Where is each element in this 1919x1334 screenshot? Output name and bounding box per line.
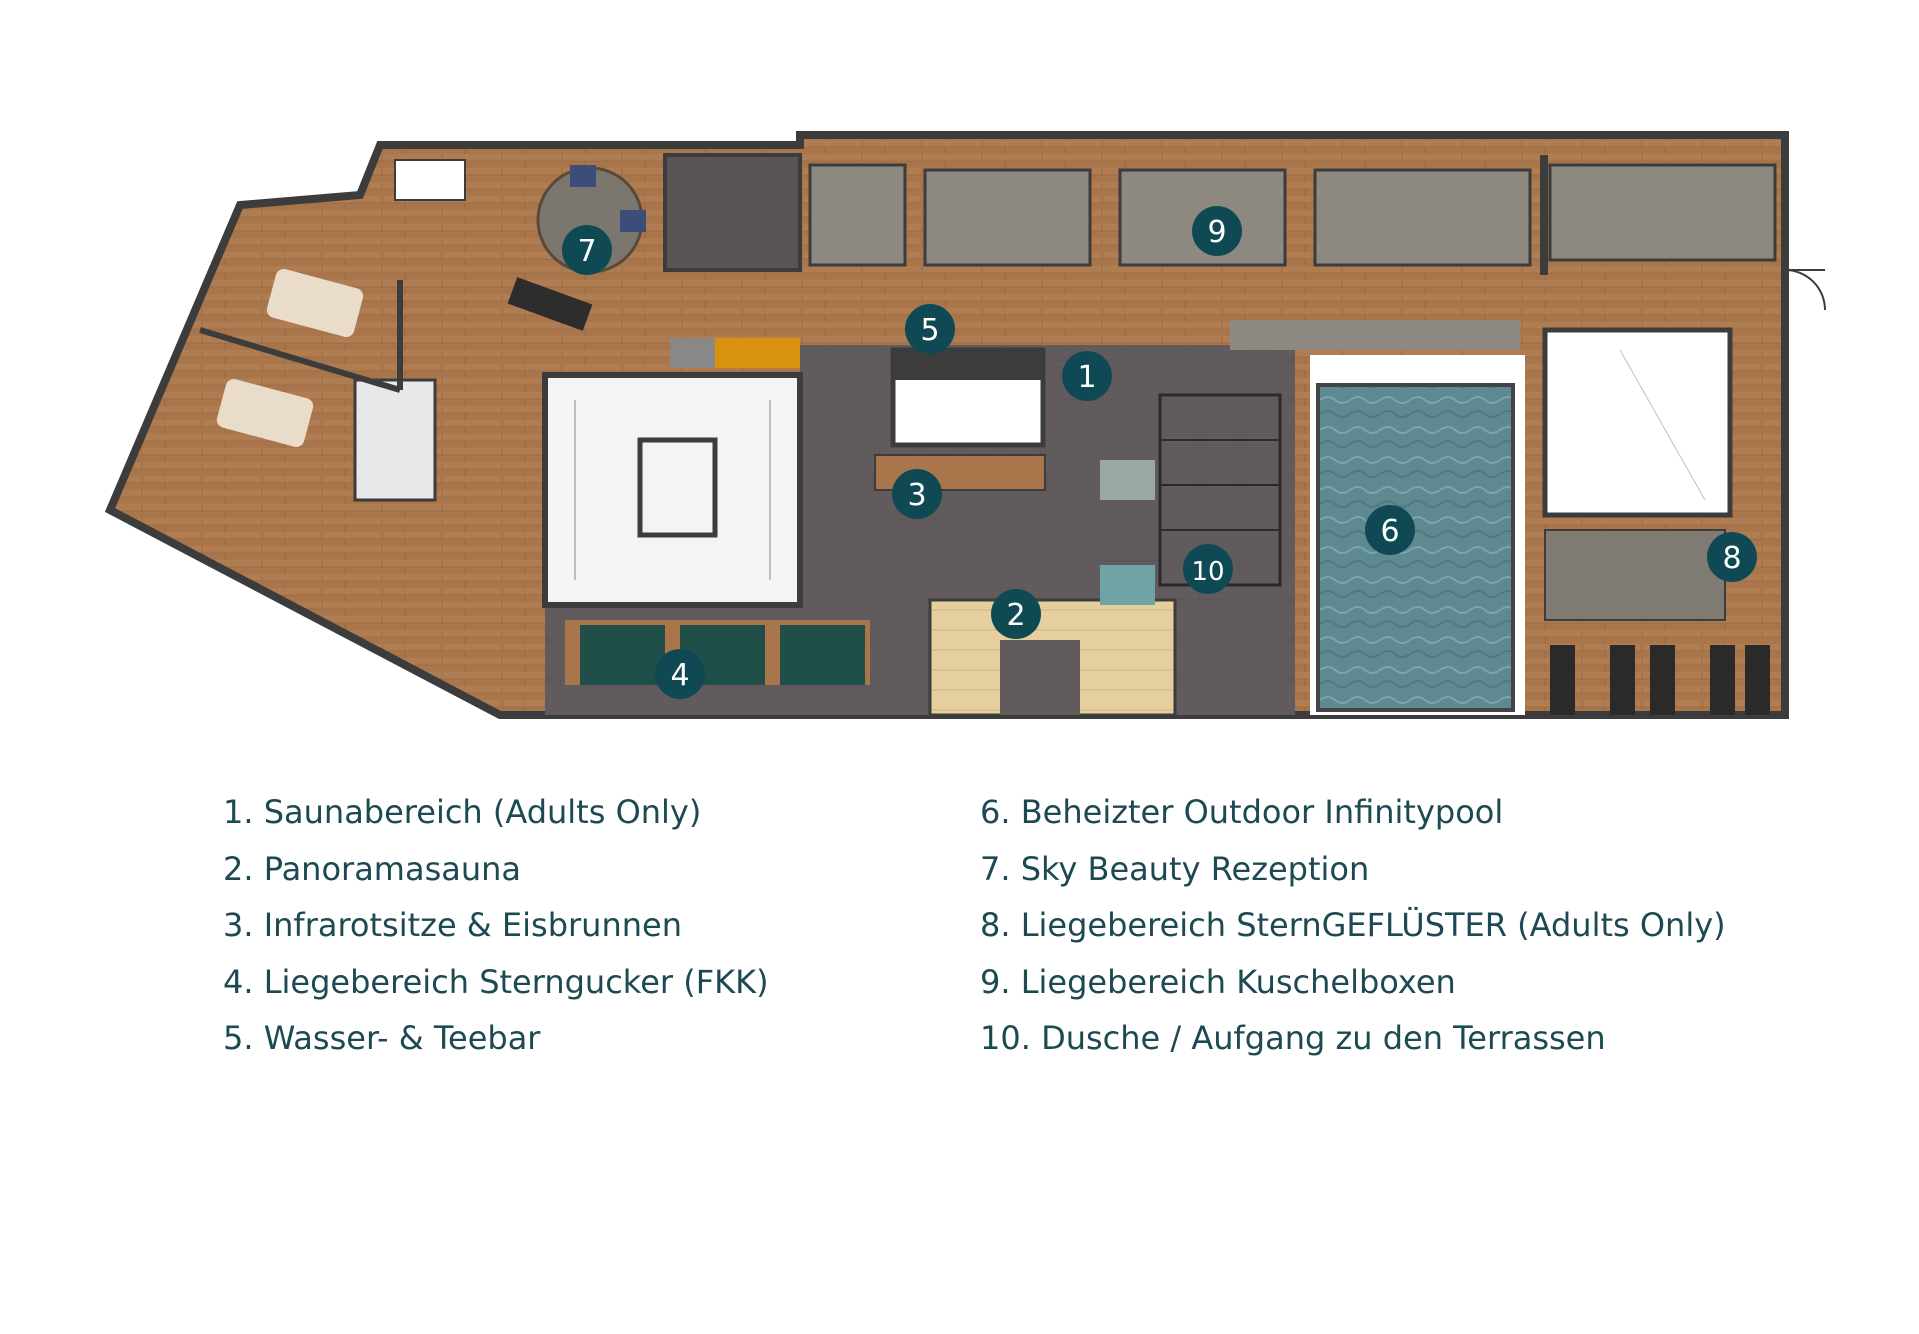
marker-3: 3 — [892, 469, 942, 519]
svg-text:7: 7 — [577, 234, 596, 269]
legend-item-8: 8. Liegebereich SternGEFLÜSTER (Adults O… — [980, 906, 1726, 944]
svg-text:9: 9 — [1207, 215, 1226, 250]
legend-item-1: 1. Saunabereich (Adults Only) — [223, 793, 702, 831]
kuschelboxen-row — [808, 155, 1777, 350]
floor-plan: 1 2 3 4 5 6 7 8 9 10 — [104, 131, 1826, 719]
stairwell — [542, 372, 803, 608]
entrance-door — [1784, 269, 1826, 311]
wc-area — [353, 153, 802, 502]
svg-text:4: 4 — [670, 658, 689, 693]
marker-10: 10 — [1183, 544, 1233, 594]
svg-text:1: 1 — [1077, 360, 1096, 395]
legend-item-6: 6. Beheizter Outdoor Infinitypool — [980, 793, 1504, 831]
shower-room — [1542, 327, 1733, 518]
treatment-rooms — [199, 269, 403, 447]
lounge-area-4 — [565, 620, 870, 685]
marker-7: 7 — [562, 225, 612, 275]
tea-bar — [670, 338, 1046, 491]
marker-6: 6 — [1365, 505, 1415, 555]
legend-item-3: 3. Infrarotsitze & Eisbrunnen — [223, 906, 682, 944]
svg-text:6: 6 — [1380, 514, 1399, 549]
marker-9: 9 — [1192, 206, 1242, 256]
lounge-area-8 — [1544, 529, 1770, 715]
infinity-pool — [1310, 355, 1525, 715]
marker-4: 4 — [655, 649, 705, 699]
legend-item-10: 10. Dusche / Aufgang zu den Terrassen — [980, 1019, 1606, 1057]
svg-text:8: 8 — [1722, 541, 1741, 576]
marker-5: 5 — [905, 304, 955, 354]
marker-2: 2 — [991, 589, 1041, 639]
marker-8: 8 — [1707, 532, 1757, 582]
legend-item-4: 4. Liegebereich Sterngucker (FKK) — [223, 962, 769, 1001]
legend-item-5: 5. Wasser- & Teebar — [223, 1019, 541, 1057]
legend-item-9: 9. Liegebereich Kuschelboxen — [980, 962, 1456, 1001]
marker-1: 1 — [1062, 351, 1112, 401]
svg-text:5: 5 — [920, 313, 939, 348]
legend-left-column: 1. Saunabereich (Adults Only) 2. Panoram… — [223, 784, 769, 1067]
svg-text:10: 10 — [1191, 557, 1224, 587]
legend-item-2: 2. Panoramasauna — [223, 849, 522, 888]
panorama-sauna — [928, 460, 1177, 717]
legend-item-7: 7. Sky Beauty Rezeption — [980, 849, 1370, 888]
svg-text:3: 3 — [907, 478, 926, 513]
svg-text:2: 2 — [1006, 598, 1025, 633]
legend-right-column: 6. Beheizter Outdoor Infinitypool 7. Sky… — [980, 784, 1726, 1067]
